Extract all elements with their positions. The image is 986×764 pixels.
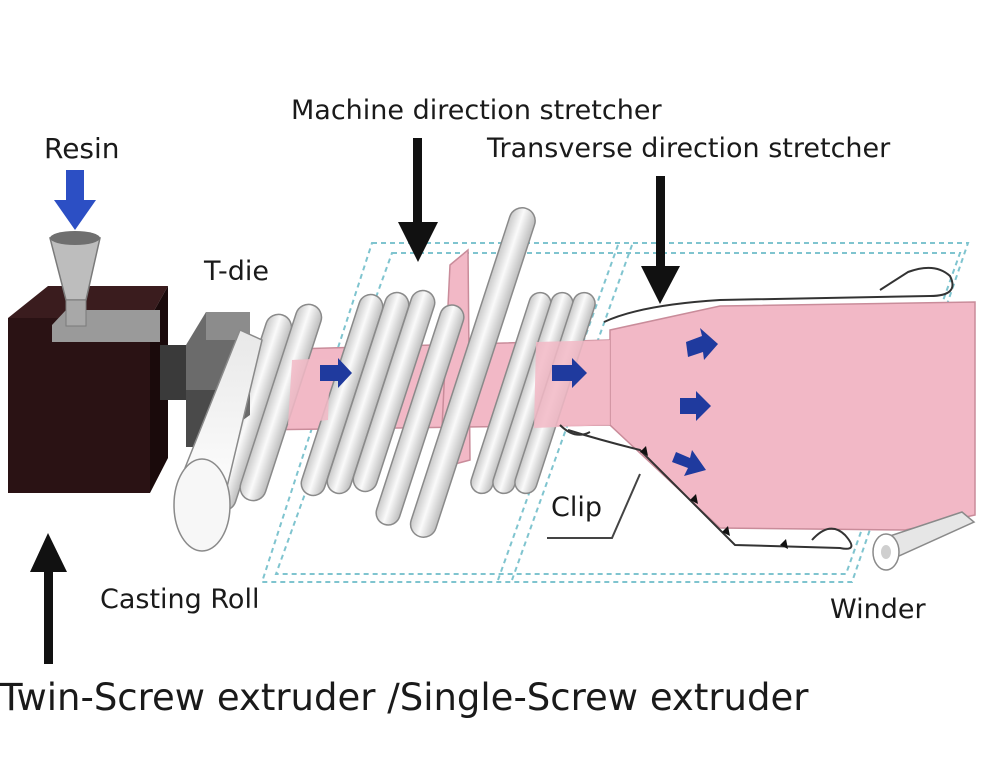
film-td-section [609,301,976,531]
casting-roll-end [173,458,231,552]
flow-arrow [552,358,587,388]
clip-marker [722,526,730,536]
flow-arrow [672,450,706,476]
lower-clip-chain [567,429,853,550]
transverse-direction-stretcher-label: Transverse direction stretcher [487,133,891,164]
td-callout-head [641,266,680,304]
flow-arrow-icon [320,328,718,476]
roller [352,289,436,493]
clip-chains [559,266,954,550]
hopper-neck [65,299,87,327]
casting-roll [173,328,263,552]
clip-markers [640,446,788,549]
winder-core [881,545,891,559]
clip-marker [640,446,648,456]
extruder [8,286,205,493]
upper-clip-chain [603,266,954,323]
clip-loop [559,424,591,436]
clip-leader-line [547,473,641,539]
flow-arrow [680,391,711,421]
clip-marker [780,539,788,549]
down-arrow-icon [54,170,96,230]
roller [375,304,465,526]
md-callout-shaft [413,138,422,223]
t-die-label: T-die [204,256,270,287]
outer-frame [260,242,970,583]
process-frame-lines [260,242,970,583]
md-callout-head [398,222,438,262]
roller [409,207,536,538]
hopper-mouth [50,231,100,245]
extruder-label: Twin-Screw extruder /Single-Screw extrud… [0,676,809,719]
extruder-callout-head [30,533,67,572]
td-callout-shaft [656,176,665,266]
flow-arrow [686,328,718,360]
film-patch [288,358,330,424]
flow-arrow [320,358,352,388]
clip-label: Clip [551,492,602,523]
extruder-callout-shaft [44,570,53,664]
casting-roll-label: Casting Roll [100,584,260,615]
extruder-body [8,318,150,493]
resin-label: Resin [44,132,120,165]
arrow-icon [30,138,680,664]
clip-marker [690,494,698,504]
resin-arrow-head [54,200,96,230]
machine-direction-stretcher-label: Machine direction stretcher [291,95,662,126]
winder [872,511,976,571]
winder-label: Winder [830,594,926,625]
inner-frame [274,252,962,575]
hopper [49,231,101,327]
resin-arrow-shaft [66,170,84,204]
